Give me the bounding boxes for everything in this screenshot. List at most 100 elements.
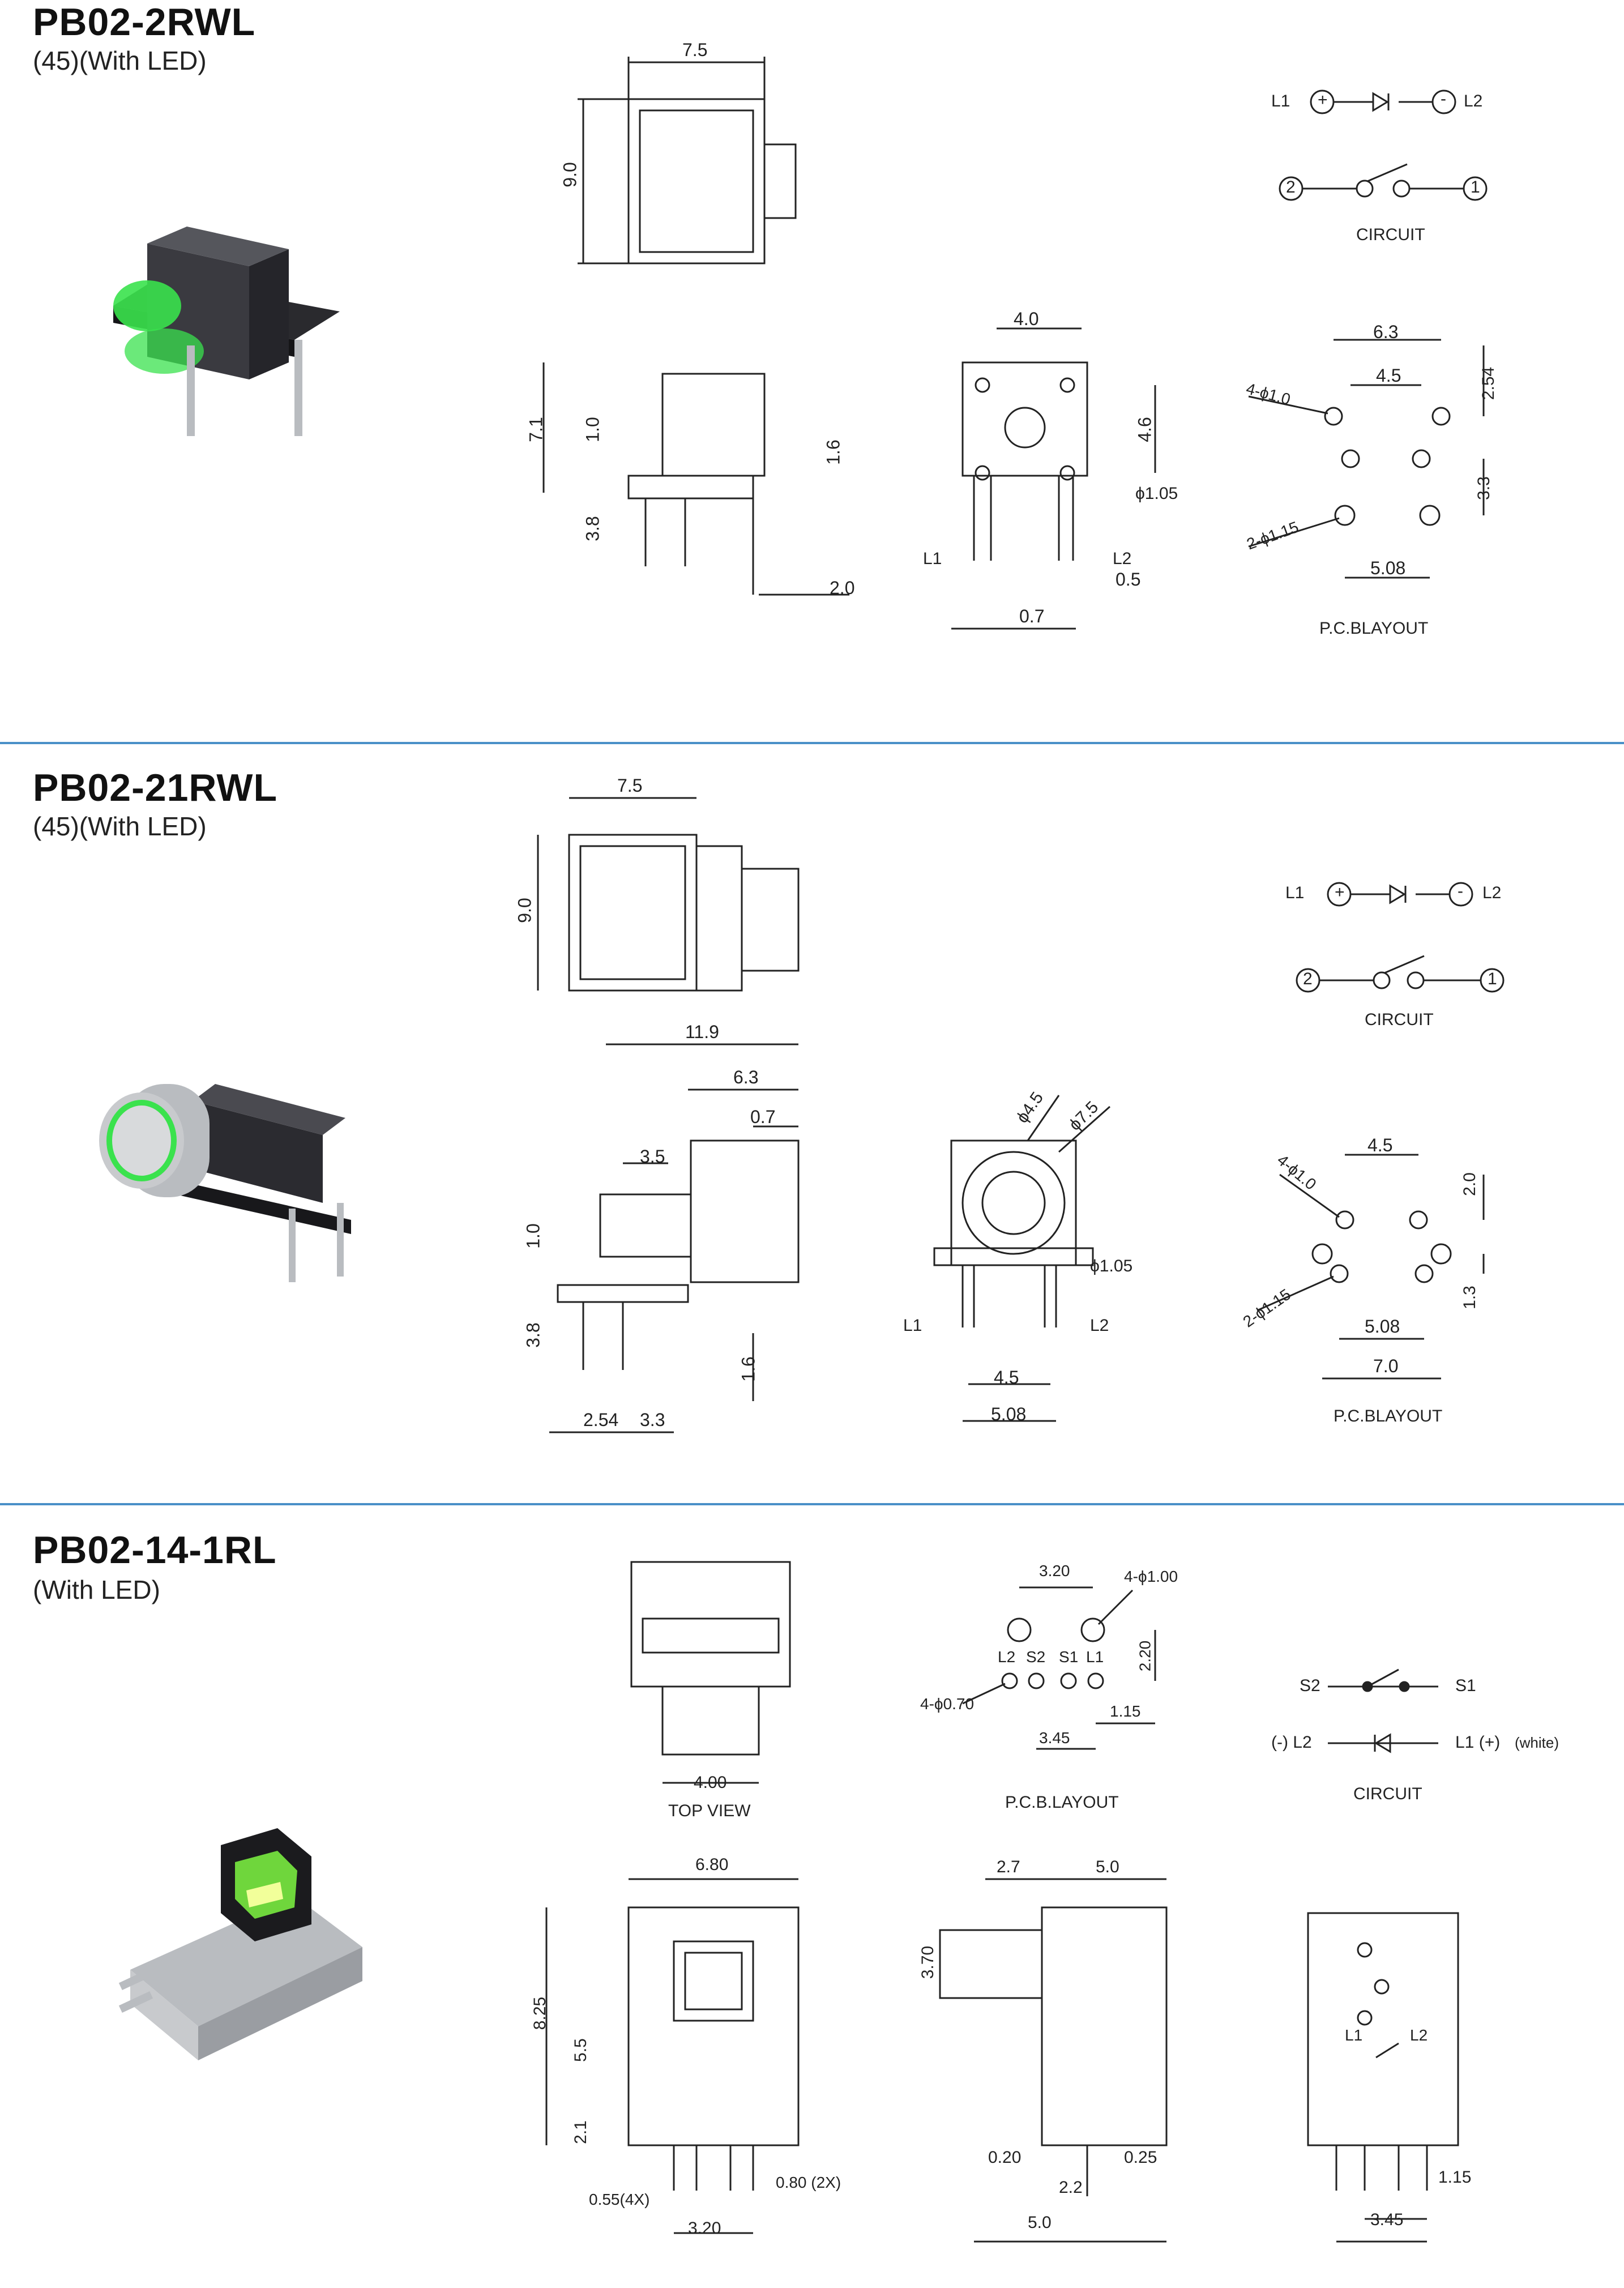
dim-label: 3.8 [523,1322,544,1348]
dim-label: 4.0 [1014,309,1039,329]
product-photo [118,1828,362,2060]
dim-label: 1.3 [1460,1286,1479,1309]
dim-label: 0.7 [750,1107,776,1127]
dim-label: 5.0 [1028,2213,1052,2232]
model-title: PB02-14-1RL [33,1529,277,1572]
hole-callout: 4-ϕ1.00 [1124,1568,1178,1585]
dim-label: 6.80 [695,1855,729,1874]
dim-label: 2.7 [997,1858,1020,1876]
dim-label: 2.54 [583,1410,619,1430]
plus-sign: + [1318,91,1328,109]
dim-label: 7.5 [682,40,708,60]
circuit-node-2: 2 [1303,970,1313,988]
dim-label: 4.00 [694,1773,727,1792]
pin-label: S1 [1059,1648,1079,1666]
layout-caption: P.C.BLAYOUT [1319,619,1429,638]
led-color-note: (white) [1515,1734,1559,1751]
dim-label: 6.3 [733,1067,759,1087]
dim-label: 1.0 [523,1223,544,1249]
dim-label: 7.1 [525,417,546,442]
dim-label: 2.0 [830,578,855,598]
dim-label: 0.7 [1019,606,1045,626]
dim-label: 1.15 [1438,2168,1472,2187]
dim-label: 3.45 [1039,1729,1070,1747]
dim-label: 2.1 [571,2120,590,2144]
dim-label: 7.5 [617,775,643,796]
dim-label: 2.54 [1479,366,1498,400]
dim-label: 1.0 [582,417,603,442]
technical-drawing-1 [542,57,1488,630]
dim-label: 3.20 [1039,1562,1070,1580]
model-subtitle: (With LED) [33,1575,160,1604]
technical-drawing-2 [537,797,1505,1433]
dim-label: 4.5 [1367,1135,1393,1155]
circuit-caption: CIRCUIT [1365,1010,1434,1029]
layout-caption: P.C.BLAYOUT [1334,1407,1443,1425]
dim-label: 0.25 [1124,2148,1157,2167]
dim-label: 5.08 [1370,558,1406,578]
hole-callout: 4-ϕ0.70 [920,1695,975,1713]
dim-label: 9.0 [559,162,580,187]
dim-label: 5.08 [991,1404,1027,1424]
layout-caption: P.C.B.LAYOUT [1005,1793,1119,1812]
section-divider [0,1503,1624,1505]
pin-label-l1: L1 [1345,2026,1363,2044]
section-pb02-21rwl: PB02-21RWL (45)(With LED) [0,744,1624,1503]
dim-label: ϕ1.05 [1135,484,1178,503]
circuit-s2: S2 [1300,1676,1320,1695]
circuit-node-2: 2 [1286,178,1296,197]
pin-label-l1: L1 [923,549,942,568]
dim-label: 2.0 [1460,1172,1479,1196]
dim-label: 6.3 [1373,322,1399,342]
dim-label: 4.5 [994,1367,1019,1388]
pin-label-l2: L2 [1113,549,1132,568]
circuit-node-1: 1 [1488,970,1497,988]
pin-label: S2 [1026,1648,1046,1666]
dim-label: 2.2 [1059,2178,1083,2197]
view-caption: TOP VIEW [668,1802,751,1820]
dim-label: 3.3 [1474,476,1493,500]
section-divider [0,742,1624,744]
dim-label: 8.25 [531,1996,550,2030]
dim-label: 3.45 [1370,2210,1404,2229]
minus-sign: - [1458,882,1463,900]
pin-label-l1: L1 [903,1316,922,1335]
dim-label: 5.0 [1096,1858,1119,1876]
technical-drawing-3 [545,1561,1459,2243]
dim-label: 4.6 [1134,417,1155,442]
dim-label: 2.20 [1136,1640,1154,1672]
section-pb02-14-1rl: PB02-14-1RL (With LED) [0,1505,1624,2288]
dim-label: 1.6 [738,1356,759,1382]
pin-label: L2 [998,1648,1016,1666]
section-pb02-2rwl: PB02-2RWL (45)(With LED) [0,0,1624,742]
dim-label: 1.6 [823,439,844,465]
circuit-caption: CIRCUIT [1356,225,1425,244]
dim-label: 1.15 [1110,1702,1141,1720]
dim-label: 3.3 [640,1410,665,1430]
dim-label: 5.08 [1365,1316,1400,1337]
product-photo [113,227,340,436]
circuit-node-1: 1 [1471,178,1480,197]
dim-label: 4.5 [1376,365,1401,386]
dim-label: 5.5 [571,2038,590,2062]
circuit-l2: L2 [1464,92,1483,110]
dim-label: 0.55(4X) [589,2191,650,2208]
pin-label: L1 [1086,1648,1104,1666]
dim-label: 3.5 [640,1146,665,1167]
dim-label: 9.0 [514,898,535,923]
model-title: PB02-21RWL [33,766,277,809]
model-subtitle: (45)(With LED) [33,812,207,841]
dim-label: 0.80 (2X) [776,2174,841,2191]
circuit-l2: (-) L2 [1271,1733,1312,1752]
dim-label: ϕ1.05 [1090,1257,1133,1275]
dim-label: 0.20 [988,2148,1022,2167]
dim-label: 7.0 [1373,1356,1399,1376]
dim-label: 3.70 [918,1945,938,1979]
circuit-l1: L1 [1285,883,1305,902]
dim-label: 3.20 [688,2219,721,2238]
dim-label: 3.8 [582,516,603,541]
dim-label: 0.5 [1116,569,1141,590]
circuit-caption: CIRCUIT [1353,1785,1422,1803]
model-title: PB02-2RWL [33,1,256,44]
pin-label-l2: L2 [1410,2026,1428,2044]
